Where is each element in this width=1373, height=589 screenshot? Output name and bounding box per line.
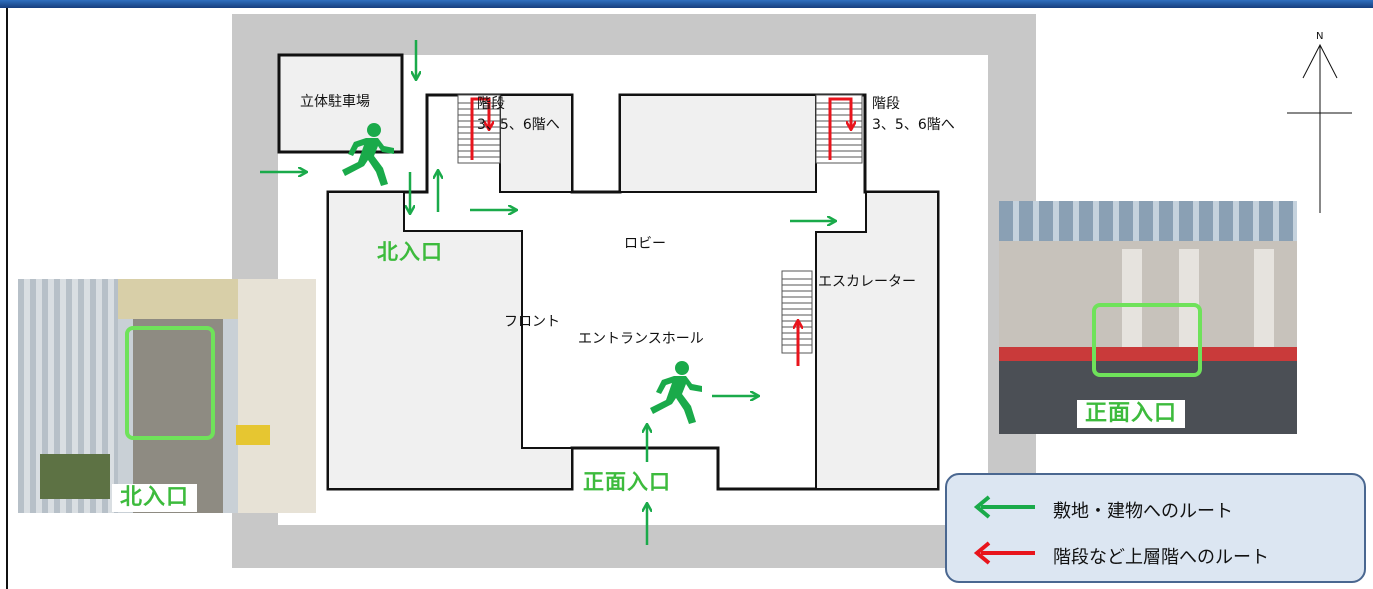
legend-red-label: 階段など上層階へのルート	[1053, 547, 1269, 568]
lobby-label: ロビー	[624, 236, 666, 252]
north-entrance-highlight	[125, 326, 215, 440]
photo-canopy	[118, 279, 238, 319]
room-west	[327, 191, 573, 490]
stairs-east-floors: 3、5、6階へ	[872, 117, 955, 133]
red-arrow-icon	[973, 541, 1035, 565]
front-desk-label: フロント	[504, 314, 560, 330]
entrance-hall-label: エントランスホール	[578, 331, 704, 347]
stairs-west-floors: 3、5、6階へ	[477, 117, 560, 133]
photo-right-wall	[238, 279, 316, 513]
stairs-west-label: 階段	[477, 96, 505, 112]
north-entrance-photo: 北入口	[18, 279, 316, 513]
photo-pillar-3	[1254, 249, 1274, 361]
north-entrance-label: 北入口	[377, 240, 443, 264]
photo-flowerbed	[999, 347, 1297, 361]
main-entrance-label: 正面入口	[583, 470, 671, 494]
top-bar	[0, 0, 1373, 8]
main-entrance-highlight	[1092, 303, 1202, 377]
stairs-east	[815, 94, 863, 164]
running-man-icon-hall	[650, 361, 702, 424]
red-route-stairs-west	[470, 97, 489, 160]
legend-green-label: 敷地・建物へのルート	[1053, 501, 1233, 522]
green-arrow-icon	[973, 495, 1035, 519]
photo-building-base	[999, 241, 1297, 361]
photo-sign	[236, 425, 270, 445]
running-man-icon-north	[342, 123, 394, 186]
parking-building	[277, 53, 404, 154]
photo-passage	[133, 319, 223, 513]
main-entrance-photo: 正面入口	[999, 201, 1297, 434]
stairs-east-label: 階段	[872, 96, 900, 112]
red-route-stairs-east	[828, 97, 851, 160]
room-north-center	[619, 94, 817, 193]
stairs-west	[457, 94, 501, 164]
photo-planter	[40, 454, 110, 499]
compass-north-label: N	[1316, 31, 1324, 42]
north-photo-caption: 北入口	[112, 484, 198, 512]
room-east	[815, 191, 939, 490]
compass-icon	[1287, 43, 1352, 213]
room-stair-west-side	[499, 94, 573, 193]
legend-box: 敷地・建物へのルート 階段など上層階へのルート	[945, 473, 1366, 583]
escalator	[781, 270, 813, 354]
left-border	[6, 8, 8, 589]
escalator-label: エスカレーター	[818, 274, 916, 290]
parking-label: 立体駐車場	[300, 94, 370, 110]
photo-facade	[999, 201, 1297, 241]
main-photo-caption: 正面入口	[1077, 400, 1186, 428]
